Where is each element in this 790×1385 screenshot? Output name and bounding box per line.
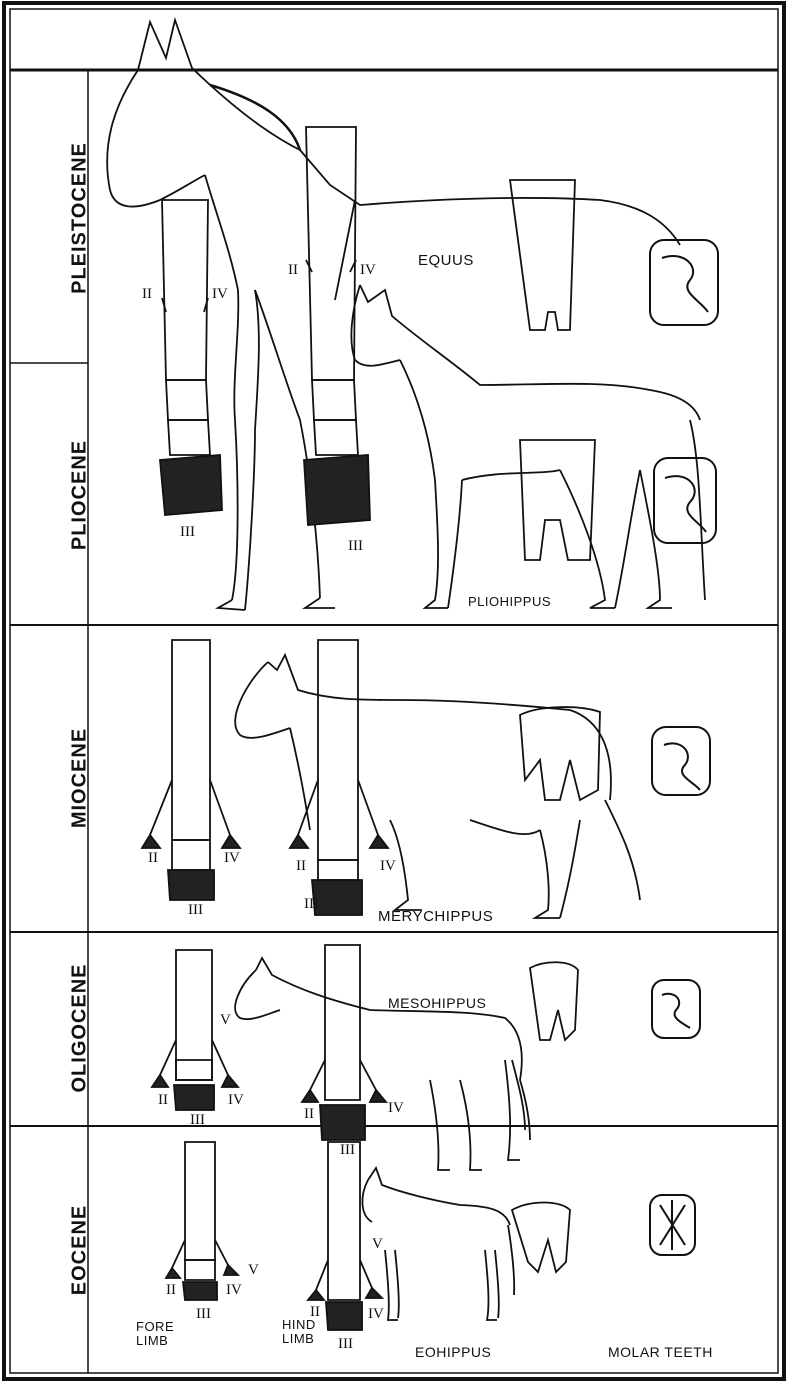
mesohippus-drawing xyxy=(235,958,530,1170)
digit-label: IV xyxy=(360,262,376,279)
eohippus-tooth-crown xyxy=(650,1195,695,1255)
digit-label: II xyxy=(288,262,298,279)
era-label-oligocene: OLIGOCENE xyxy=(69,963,92,1092)
digit-label: IV xyxy=(226,1282,242,1299)
digit-label: IV xyxy=(224,850,240,867)
equus-tooth-side xyxy=(510,180,575,330)
digit-label: III xyxy=(338,1336,353,1353)
caption-fore-limb: FORE LIMB xyxy=(136,1320,174,1348)
merychippus-tooth-crown xyxy=(652,727,710,795)
digit-label: II xyxy=(166,1282,176,1299)
genus-label-eohippus: EOHIPPUS xyxy=(415,1344,491,1360)
equus-fore-limb xyxy=(160,200,222,515)
era-label-miocene: MIOCENE xyxy=(69,728,92,828)
equus-hind-limb xyxy=(304,127,370,525)
digit-label: III xyxy=(190,1112,205,1129)
digit-label: III xyxy=(304,896,319,913)
digit-label: II xyxy=(142,286,152,303)
digit-label: IV xyxy=(228,1092,244,1109)
genus-label-equus: EQUUS xyxy=(418,252,474,269)
genus-label-mesohippus: MESOHIPPUS xyxy=(388,995,486,1011)
era-label-pleistocene: PLEISTOCENE xyxy=(69,142,92,294)
era-label-pliocene: PLIOCENE xyxy=(69,440,92,550)
digit-label: II xyxy=(304,1106,314,1123)
digit-label: IV xyxy=(380,858,396,875)
merychippus-tooth-side xyxy=(520,707,600,800)
digit-label: II xyxy=(296,858,306,875)
digit-label: V xyxy=(248,1262,259,1279)
caption-molar-teeth: MOLAR TEETH xyxy=(608,1344,713,1360)
genus-label-merychippus: MERYCHIPPUS xyxy=(378,908,493,925)
eohippus-drawing xyxy=(362,1168,514,1320)
mesohippus-tooth-side xyxy=(530,962,578,1040)
digit-label: IV xyxy=(212,286,228,303)
mesohippus-tooth-crown xyxy=(652,980,700,1038)
mesohippus-hind-limb xyxy=(302,945,386,1140)
digit-label: IV xyxy=(388,1100,404,1117)
genus-label-pliohippus: PLIOHIPPUS xyxy=(468,594,551,609)
eohippus-tooth-side xyxy=(512,1203,570,1273)
pliohippus-tooth-side xyxy=(520,440,595,560)
digit-label: III xyxy=(180,524,195,541)
equus-drawing xyxy=(107,20,680,610)
digit-label: IV xyxy=(368,1306,384,1323)
digit-label: II xyxy=(158,1092,168,1109)
pliohippus-tooth-crown xyxy=(654,458,716,543)
eohippus-fore-limb xyxy=(166,1142,238,1300)
digit-label: V xyxy=(220,1012,231,1029)
era-label-eocene: EOCENE xyxy=(69,1205,92,1295)
mesohippus-fore-limb xyxy=(152,950,238,1110)
merychippus-drawing xyxy=(235,655,640,918)
digit-label: III xyxy=(340,1142,355,1159)
digit-label: V xyxy=(372,1236,383,1253)
digit-label: II xyxy=(148,850,158,867)
digit-label: III xyxy=(188,902,203,919)
eohippus-hind-limb xyxy=(308,1142,382,1330)
equus-tooth-crown xyxy=(650,240,718,325)
frame xyxy=(4,3,784,1379)
caption-hind-limb: HIND LIMB xyxy=(282,1318,316,1346)
digit-label: III xyxy=(348,538,363,555)
digit-label: III xyxy=(196,1306,211,1323)
